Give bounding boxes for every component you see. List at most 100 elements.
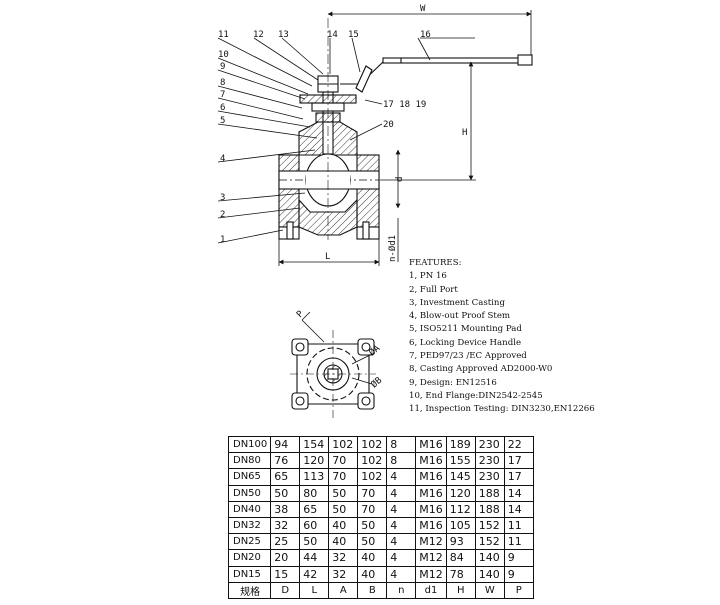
table-cell: 78 (445, 565, 476, 583)
table-cell: 4 (386, 484, 417, 502)
table-cell: 4 (386, 565, 417, 583)
table-cell: 40 (328, 516, 359, 535)
table-column-header: H (445, 581, 476, 599)
table-cell: 70 (328, 452, 359, 470)
table-cell: 70 (357, 484, 388, 502)
table-cell: M16 (415, 500, 447, 518)
table-cell: 120 (445, 484, 476, 502)
part-label-2: 2 (220, 210, 225, 220)
part-label-14: 14 (327, 30, 338, 40)
table-column-header: n (386, 581, 417, 599)
table-cell: 140 (474, 565, 505, 583)
part-label-20: 20 (383, 120, 394, 130)
table-row-header: DN15 (227, 565, 272, 583)
feature-item: 1, PN 16 (409, 271, 447, 282)
table-row-header: DN40 (227, 500, 272, 518)
part-label-12: 12 (253, 30, 264, 40)
table-cell: M12 (415, 533, 447, 551)
table-cell: M16 (415, 516, 447, 535)
dim-label-h: H (462, 128, 467, 138)
table-cell: 102 (357, 468, 388, 486)
table-cell: 50 (357, 516, 388, 535)
valve-technical-drawing: 1 2 3 4 5 6 7 8 9 10 11 12 13 14 15 16 1… (217, 4, 533, 418)
part-label-11: 11 (218, 30, 229, 40)
table-cell: 32 (328, 549, 359, 567)
table-cell: 38 (270, 500, 301, 518)
table-cell: 14 (503, 500, 534, 518)
feature-item: 5, ISO5211 Mounting Pad (409, 324, 522, 335)
table-row-header: DN25 (227, 533, 272, 551)
table-cell: 154 (299, 435, 330, 454)
dim-label-w: W (420, 4, 426, 14)
table-cell: 140 (474, 549, 505, 567)
table-cell: 94 (270, 435, 301, 454)
table-column-header: 规格 (227, 581, 272, 599)
table-cell: 4 (386, 549, 417, 567)
feature-item: 8, Casting Approved AD2000-W0 (409, 364, 553, 375)
table-cell: 4 (386, 500, 417, 518)
table-cell: 50 (270, 484, 301, 502)
feature-item: 7, PED97/23 /EC Approved (409, 351, 527, 362)
table-cell: 93 (445, 533, 476, 551)
table-row-header: DN32 (227, 516, 272, 535)
features-list: FEATURES: 1, PN 16 2, Full Port 3, Inves… (409, 257, 709, 417)
dimension-labels: W H L d n-Ød1 (325, 4, 467, 262)
feature-item: 2, Full Port (409, 284, 458, 295)
table-cell: 40 (328, 533, 359, 551)
table-cell: M12 (415, 549, 447, 567)
table-cell: 230 (474, 435, 505, 454)
table-cell: 102 (328, 435, 359, 454)
feature-item: 6, Locking Device Handle (409, 337, 522, 348)
table-cell: 113 (299, 468, 330, 486)
table-cell: 11 (503, 516, 534, 535)
table-row-header: DN65 (227, 468, 272, 486)
part-label-7: 7 (220, 90, 225, 100)
dim-label-p: P (295, 309, 306, 320)
part-label-16: 16 (420, 30, 431, 40)
table-cell: M16 (415, 435, 447, 454)
table-cell: 25 (270, 533, 301, 551)
leader-lines (217, 37, 475, 244)
part-label-9: 9 (220, 62, 225, 72)
valve-section-view (278, 18, 533, 240)
table-cell: 32 (270, 516, 301, 535)
table-row-header: DN20 (227, 549, 272, 567)
table-cell: 76 (270, 452, 301, 470)
table-cell: 152 (474, 533, 505, 551)
part-label-13: 13 (278, 30, 289, 40)
part-label-4: 4 (220, 154, 225, 164)
table-cell: M16 (415, 452, 447, 470)
part-label-1: 1 (220, 235, 225, 245)
table-cell: 50 (299, 533, 330, 551)
part-label-17-18-19: 17 18 19 (383, 100, 426, 110)
table-row-header: DN80 (227, 452, 272, 470)
table-cell: 50 (328, 500, 359, 518)
table-cell: 4 (386, 516, 417, 535)
table-cell: 145 (445, 468, 476, 486)
table-cell: 112 (445, 500, 476, 518)
table-cell: 70 (328, 468, 359, 486)
table-cell: 230 (474, 452, 505, 470)
table-cell: 8 (386, 435, 417, 454)
table-cell: 102 (357, 435, 388, 454)
table-cell: 42 (299, 565, 330, 583)
table-cell: 70 (357, 500, 388, 518)
part-label-15: 15 (348, 30, 359, 40)
table-cell: 152 (474, 516, 505, 535)
table-column-header: L (299, 581, 330, 599)
table-column-header: D (270, 581, 301, 599)
table-cell: 105 (445, 516, 476, 535)
table-cell: 102 (357, 452, 388, 470)
table-cell: 11 (503, 533, 534, 551)
table-column-header: d1 (415, 581, 447, 599)
dim-label-l: L (325, 252, 330, 262)
table-cell: 50 (328, 484, 359, 502)
part-number-labels: 1 2 3 4 5 6 7 8 9 10 11 12 13 14 15 16 1… (218, 30, 431, 245)
part-label-8: 8 (220, 78, 225, 88)
